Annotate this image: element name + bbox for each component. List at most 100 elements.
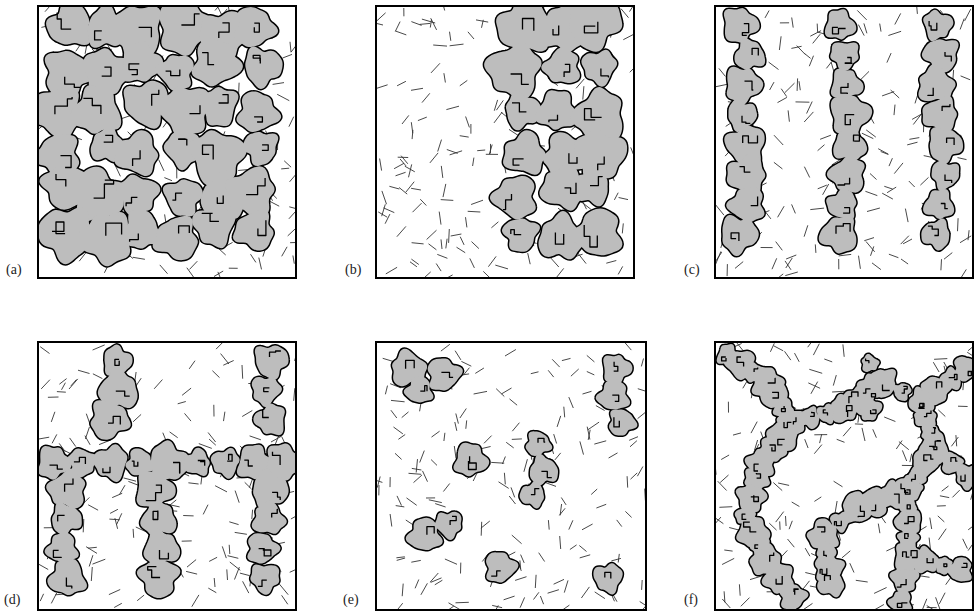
molecule-dash bbox=[961, 76, 971, 80]
molecule-dash bbox=[815, 244, 817, 253]
cluster-fill bbox=[252, 377, 282, 407]
molecule-dash bbox=[909, 181, 915, 187]
molecule-dash bbox=[89, 555, 93, 566]
cluster-fill bbox=[47, 559, 87, 595]
chain-squiggle bbox=[768, 378, 776, 383]
molecule-dash bbox=[627, 476, 629, 487]
chain-squiggle bbox=[56, 174, 66, 186]
molecule-dash bbox=[778, 97, 787, 102]
cluster-fill bbox=[233, 210, 274, 251]
chain-squiggle bbox=[756, 473, 760, 478]
molecule-dash bbox=[524, 459, 528, 472]
panel-frame bbox=[376, 6, 634, 278]
chain-squiggle bbox=[902, 386, 908, 393]
molecule-dash bbox=[182, 540, 192, 541]
molecule-dash bbox=[792, 502, 800, 507]
cluster-outline bbox=[956, 464, 973, 491]
molecule-dash bbox=[843, 427, 851, 436]
molecule-dash bbox=[785, 272, 798, 276]
molecule-dash bbox=[582, 524, 593, 530]
molecule-dash bbox=[243, 581, 249, 593]
molecule-dash bbox=[588, 422, 599, 430]
cluster-fill bbox=[196, 87, 238, 126]
molecule-dash bbox=[283, 54, 292, 58]
chain-squiggle bbox=[945, 52, 951, 62]
molecule-dash bbox=[792, 18, 794, 28]
molecule-dash bbox=[867, 208, 880, 212]
molecule-dash bbox=[415, 580, 419, 589]
cluster-fill bbox=[503, 130, 546, 174]
chain-squiggle bbox=[153, 511, 158, 520]
chain-squiggle bbox=[817, 527, 825, 532]
cluster-fill bbox=[535, 90, 577, 130]
molecule-dash bbox=[958, 406, 968, 407]
chain-squiggle bbox=[129, 64, 139, 75]
molecule-dash bbox=[397, 496, 402, 506]
cluster-outline bbox=[237, 91, 282, 132]
molecule-dash bbox=[110, 509, 118, 513]
molecule-dash bbox=[277, 94, 289, 100]
cluster-outline bbox=[453, 443, 489, 477]
chain-squiggle bbox=[74, 457, 86, 464]
molecule-dash bbox=[414, 475, 422, 483]
molecule-dash bbox=[271, 436, 282, 442]
molecule-dash bbox=[548, 370, 554, 377]
cluster-outline bbox=[93, 444, 128, 482]
chain-squiggle bbox=[538, 438, 545, 443]
molecule-dash bbox=[438, 140, 442, 152]
chain-squiggle bbox=[614, 362, 618, 371]
molecule-dash bbox=[114, 603, 122, 607]
cluster-fill bbox=[541, 47, 580, 83]
chain-squiggle bbox=[843, 208, 850, 213]
molecule-dash bbox=[765, 11, 769, 18]
molecule-dash bbox=[481, 447, 490, 449]
molecule-dash bbox=[939, 593, 945, 604]
molecule-dash bbox=[397, 81, 406, 86]
cluster-outline bbox=[922, 96, 956, 134]
chain-squiggle bbox=[793, 417, 796, 424]
cluster-fill bbox=[570, 208, 623, 255]
chain-squiggle bbox=[754, 368, 758, 373]
cluster-outline bbox=[609, 410, 637, 436]
molecule-dash bbox=[968, 230, 969, 240]
molecule-dash bbox=[242, 411, 252, 417]
molecule-dash bbox=[455, 351, 461, 360]
cluster-fill bbox=[859, 398, 883, 420]
cluster-fill bbox=[923, 10, 953, 41]
molecule-dash bbox=[187, 560, 196, 568]
molecule-dash bbox=[913, 114, 922, 125]
molecule-dash bbox=[385, 214, 390, 224]
chain-squiggle bbox=[752, 48, 758, 55]
chain-squiggle bbox=[116, 391, 130, 396]
molecule-dash bbox=[833, 375, 836, 386]
molecule-dash bbox=[117, 513, 122, 524]
molecule-dash bbox=[814, 434, 827, 435]
molecule-dash bbox=[583, 391, 592, 394]
molecule-dash bbox=[491, 222, 498, 228]
molecule-dash bbox=[189, 361, 195, 369]
molecule-dash bbox=[813, 34, 821, 43]
chain-squiggle bbox=[949, 374, 957, 379]
panel-content bbox=[38, 6, 296, 278]
molecule-dash bbox=[809, 369, 822, 373]
chain-squiggle bbox=[825, 576, 831, 581]
molecule-dash bbox=[824, 359, 832, 362]
molecule-dash bbox=[535, 575, 537, 588]
molecule-dash bbox=[772, 258, 777, 269]
chain-squiggle bbox=[179, 139, 187, 146]
cluster-fill bbox=[530, 454, 558, 486]
cluster-fill bbox=[71, 85, 122, 134]
chain-squiggle bbox=[924, 411, 931, 417]
molecule-dash bbox=[857, 10, 866, 20]
molecule-dash bbox=[951, 437, 958, 446]
molecule-dash bbox=[618, 554, 619, 563]
chain-squiggle bbox=[564, 64, 570, 77]
molecule-dash bbox=[403, 8, 404, 16]
molecule-dash bbox=[222, 546, 226, 558]
molecule-dash bbox=[564, 580, 568, 592]
cluster-outline bbox=[819, 216, 857, 254]
molecule-dash bbox=[475, 368, 484, 373]
molecule-dash bbox=[902, 465, 914, 466]
chain-squiggle bbox=[782, 406, 786, 412]
molecule-dash bbox=[850, 563, 854, 572]
